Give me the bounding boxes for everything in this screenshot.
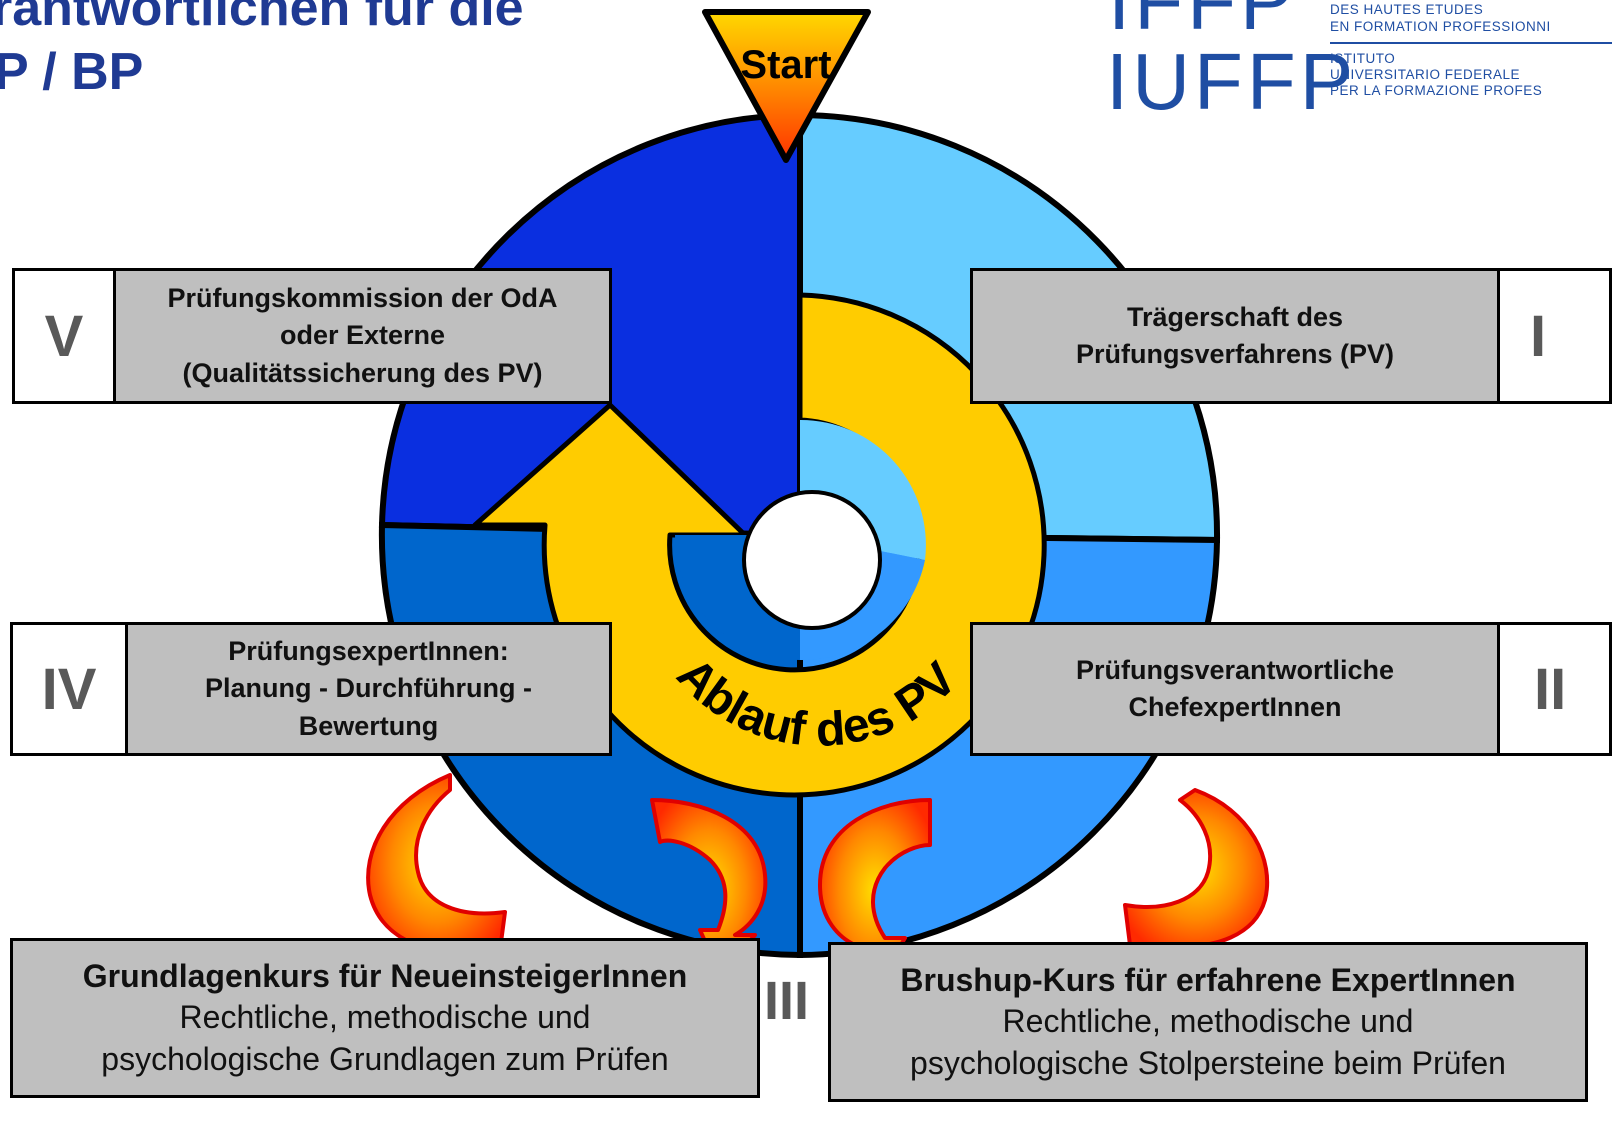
role-text-ii: Prüfungsverantwortliche ChefexpertInnen [973, 625, 1497, 753]
role-i-line-1: Trägerschaft des [1126, 301, 1344, 332]
logo-italian-line-3: PER LA FORMAZIONE PROFES [1330, 83, 1543, 98]
start-triangle [702, 9, 871, 163]
role-number-i: I [1497, 271, 1609, 401]
role-ii-line-1: Prüfungsverantwortliche [1075, 654, 1395, 685]
role-v-line-1: Prüfungskommission der OdA [167, 283, 558, 314]
brushup-course-box: Brushup-Kurs für erfahrene ExpertInnen R… [828, 942, 1588, 1102]
role-number-ii: II [1497, 625, 1609, 753]
role-v-line-3: (Qualitätssicherung des PV) [182, 357, 543, 388]
logo-lower-acronym: IUFFP [1106, 37, 1358, 126]
role-iv-line-1: PrüfungsexpertInnen: [228, 636, 509, 667]
role-text-v: Prüfungskommission der OdA oder Externe … [116, 271, 609, 401]
brushup-course-title: Brushup-Kurs für erfahrene ExpertInnen [900, 961, 1516, 998]
flame-arrow-right-outer [1123, 788, 1270, 948]
role-iv-line-2: Planung - Durchführung - [205, 673, 532, 704]
basic-course-line-1: Rechtliche, methodische und [179, 999, 591, 1036]
brushup-course-line-2: psychologische Stolpersteine beim Prüfen [910, 1044, 1506, 1081]
role-box-i: Trägerschaft des Prüfungsverfahrens (PV)… [970, 268, 1612, 404]
role-ii-line-2: ChefexpertInnen [1128, 692, 1342, 722]
role-i-line-2: Prüfungsverfahrens (PV) [1075, 339, 1395, 369]
brushup-course-line-1: Rechtliche, methodische und [1002, 1003, 1414, 1040]
logo-divider [1330, 42, 1612, 44]
role-iv-line-3: Bewertung [298, 710, 439, 741]
cycle-arrow [472, 292, 1047, 798]
feedback-arrows [366, 773, 1270, 982]
role-box-v: V Prüfungskommission der OdA oder Extern… [12, 268, 612, 404]
flame-arrow-left-inner [650, 798, 768, 977]
role-text-i: Trägerschaft des Prüfungsverfahrens (PV) [973, 271, 1497, 401]
start-marker: Start [702, 9, 871, 163]
role-number-v: V [15, 271, 116, 401]
basic-course-box: Grundlagenkurs für NeueinsteigerInnen Re… [10, 938, 760, 1098]
start-label: Start [740, 43, 831, 87]
role-number-iv: IV [13, 625, 128, 753]
logo-italian-line-2: UNIVERSITARIO FEDERALE [1330, 67, 1521, 82]
basic-course-line-2: psychologische Grundlagen zum Prüfen [101, 1040, 669, 1077]
logo-french-line-1: DES HAUTES ETUDES [1330, 2, 1484, 17]
page-title-line-2: P / BP [0, 43, 144, 101]
role-box-iv: IV PrüfungsexpertInnen: Planung - Durchf… [10, 622, 612, 756]
role-v-line-2: oder Externe [279, 320, 446, 351]
center-hole [742, 490, 882, 630]
logo-italian-line-1: ISTITUTO [1330, 51, 1396, 66]
logo-upper-acronym: IFFP [1108, 0, 1298, 46]
logo-french-line-2: EN FORMATION PROFESSIONNI [1330, 19, 1551, 34]
basic-course-title: Grundlagenkurs für NeueinsteigerInnen [82, 957, 688, 994]
level-iii-number: III [764, 971, 810, 1031]
page-title-line-1: rantwortlichen für die [0, 0, 524, 37]
role-text-iv: PrüfungsexpertInnen: Planung - Durchführ… [128, 625, 609, 753]
role-box-ii: Prüfungsverantwortliche ChefexpertInnen … [970, 622, 1612, 756]
